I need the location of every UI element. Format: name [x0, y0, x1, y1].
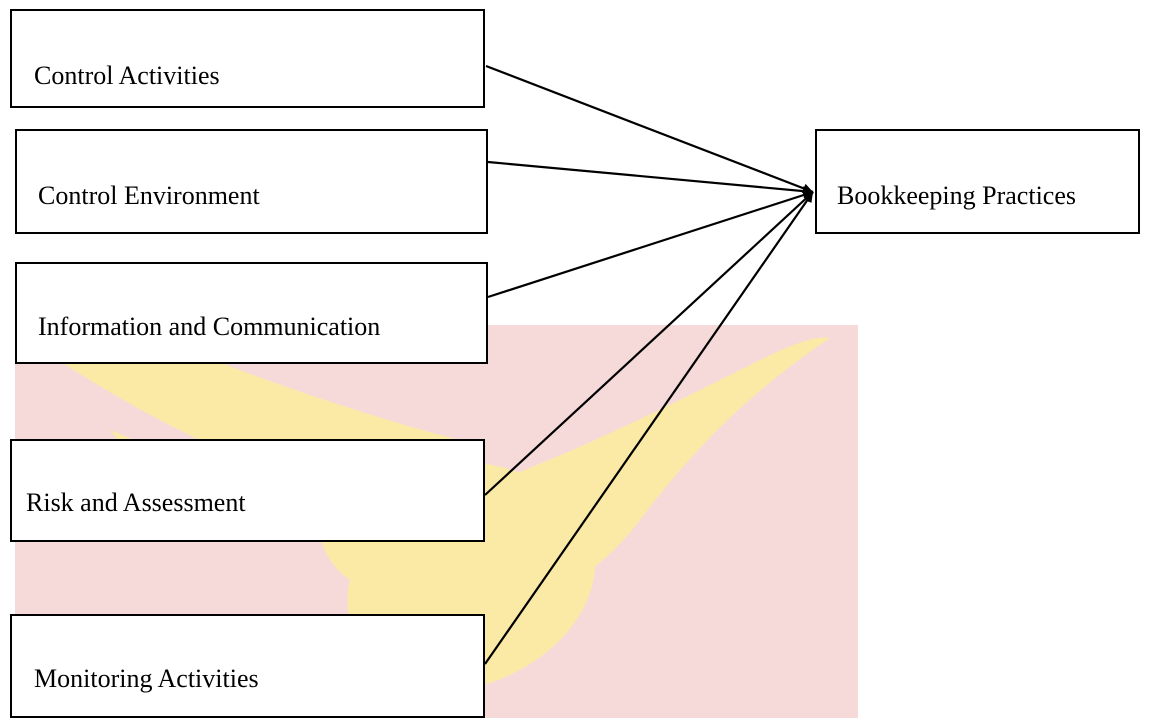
edge-monitoring-activities — [484, 191, 814, 665]
node-bookkeeping-practices: Bookkeeping Practices — [815, 129, 1140, 234]
node-label: Control Activities — [34, 61, 220, 90]
node-control-environment: Control Environment — [15, 129, 488, 234]
edge-control-environment — [487, 160, 814, 197]
node-label: Information and Communication — [38, 312, 381, 341]
node-label: Bookkeeping Practices — [837, 181, 1076, 210]
node-label: Risk and Assessment — [26, 488, 246, 517]
edge-risk-assessment — [484, 191, 814, 496]
node-control-activities: Control Activities — [10, 9, 485, 108]
node-risk-assessment: Risk and Assessment — [10, 439, 485, 542]
node-label: Control Environment — [38, 181, 260, 210]
edge-information-communication — [487, 190, 814, 299]
edge-control-activities — [485, 64, 814, 194]
node-monitoring-activities: Monitoring Activities — [10, 614, 485, 718]
node-label: Monitoring Activities — [34, 664, 259, 693]
node-information-communication: Information and Communication — [15, 262, 488, 364]
